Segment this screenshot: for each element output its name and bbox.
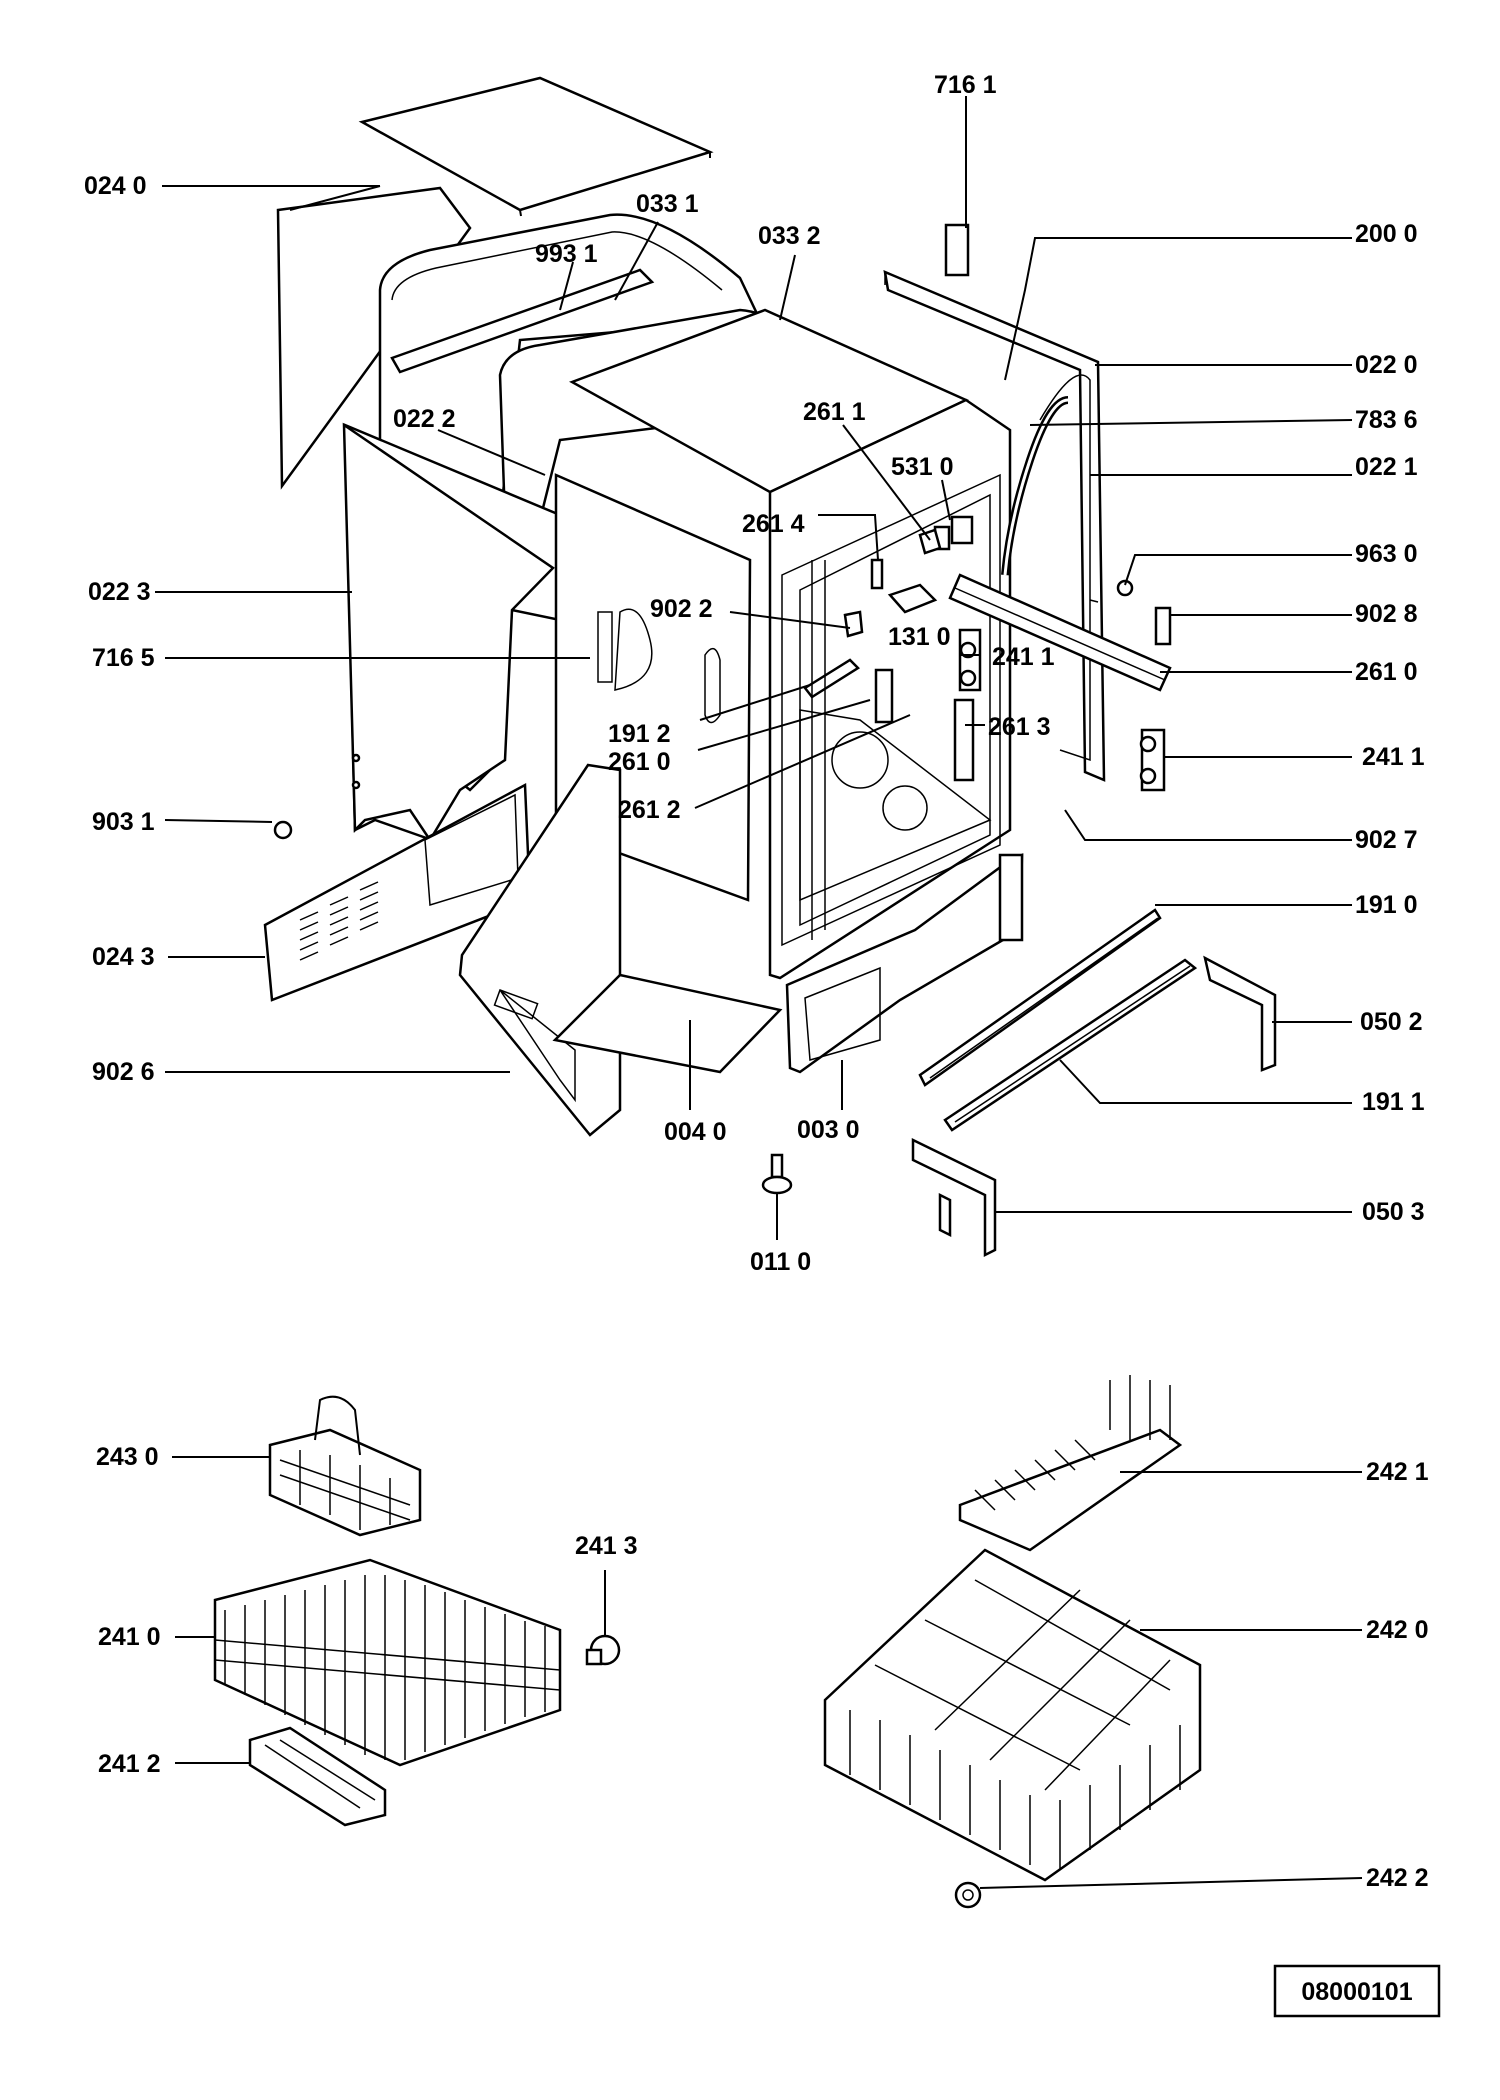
cup-shelf-part bbox=[958, 1375, 1183, 1552]
label-2430: 243 0 bbox=[96, 1443, 159, 1471]
small-rack-part bbox=[248, 1726, 387, 1827]
label-9022: 902 2 bbox=[650, 595, 713, 623]
reference-number: 08000101 bbox=[1301, 1978, 1412, 2006]
label-1911: 191 1 bbox=[1362, 1088, 1425, 1116]
long-rail-part bbox=[948, 573, 1172, 692]
corner-bracket-right bbox=[1203, 955, 1277, 1072]
label-2411-upper: 241 1 bbox=[992, 643, 1055, 671]
small-clip-parts bbox=[273, 223, 1172, 840]
label-0040: 004 0 bbox=[664, 1118, 727, 1146]
corner-bracket-bottom bbox=[911, 1137, 997, 1258]
label-2611: 261 1 bbox=[803, 398, 866, 426]
label-0222: 022 2 bbox=[393, 405, 456, 433]
label-0030: 003 0 bbox=[797, 1116, 860, 1144]
label-2410: 241 0 bbox=[98, 1623, 161, 1651]
cutlery-basket-part bbox=[268, 1395, 422, 1537]
label-7836: 783 6 bbox=[1355, 406, 1418, 434]
label-0220: 022 0 bbox=[1355, 351, 1418, 379]
label-1910: 191 0 bbox=[1355, 891, 1418, 919]
label-0502: 050 2 bbox=[1360, 1008, 1423, 1036]
label-0240: 024 0 bbox=[84, 172, 147, 200]
label-2612: 261 2 bbox=[618, 796, 681, 824]
label-1912: 191 2 bbox=[608, 720, 671, 748]
label-0331: 033 1 bbox=[636, 190, 699, 218]
label-0110: 011 0 bbox=[750, 1248, 811, 1276]
label-9027: 902 7 bbox=[1355, 826, 1418, 854]
label-7161: 716 1 bbox=[934, 71, 997, 99]
base-part bbox=[552, 973, 783, 1074]
hose-part bbox=[1001, 396, 1069, 576]
label-2613: 261 3 bbox=[988, 713, 1051, 741]
part-labels: 716 1 024 0 033 1 033 2 200 0 993 1 022 … bbox=[84, 71, 1429, 1892]
label-9028: 902 8 bbox=[1355, 600, 1418, 628]
label-0223: 022 3 bbox=[88, 578, 151, 606]
upper-basket-part bbox=[213, 1558, 562, 1767]
label-7165: 716 5 bbox=[92, 644, 155, 672]
front-door-panel-part bbox=[785, 853, 1024, 1074]
label-9630: 963 0 bbox=[1355, 540, 1418, 568]
label-0221: 022 1 bbox=[1355, 453, 1418, 481]
right-side-panel-part bbox=[883, 269, 1106, 782]
bottom-rails-part bbox=[918, 908, 1198, 1132]
reference-number-box: 08000101 bbox=[1273, 1964, 1441, 2018]
label-2411-right: 241 1 bbox=[1362, 743, 1425, 771]
label-0332: 033 2 bbox=[758, 222, 821, 250]
label-2610-right: 261 0 bbox=[1355, 658, 1418, 686]
label-2422: 242 2 bbox=[1366, 1864, 1429, 1892]
label-2614: 261 4 bbox=[742, 510, 805, 538]
top-cover-part bbox=[358, 76, 714, 217]
label-2413: 241 3 bbox=[575, 1532, 638, 1560]
label-9031: 903 1 bbox=[92, 808, 155, 836]
outer-left-panel-part bbox=[342, 422, 555, 843]
label-5310: 531 0 bbox=[891, 453, 954, 481]
label-2412: 241 2 bbox=[98, 1750, 161, 1778]
top-strip-part bbox=[390, 268, 655, 374]
lower-wheel-part bbox=[954, 1881, 982, 1909]
label-2000: 200 0 bbox=[1355, 220, 1418, 248]
label-0503: 050 3 bbox=[1362, 1198, 1425, 1226]
label-2610-center: 261 0 bbox=[608, 748, 671, 776]
label-0243: 024 3 bbox=[92, 943, 155, 971]
label-1310: 131 0 bbox=[888, 623, 951, 651]
label-9931: 993 1 bbox=[535, 240, 598, 268]
adjustable-foot-part bbox=[761, 1153, 793, 1195]
leader-lines bbox=[155, 96, 1363, 1889]
lower-basket-part bbox=[823, 1548, 1202, 1882]
label-9026: 902 6 bbox=[92, 1058, 155, 1086]
label-2420: 242 0 bbox=[1366, 1616, 1429, 1644]
rack-wheel-part bbox=[585, 1634, 621, 1666]
label-2421: 242 1 bbox=[1366, 1458, 1429, 1486]
